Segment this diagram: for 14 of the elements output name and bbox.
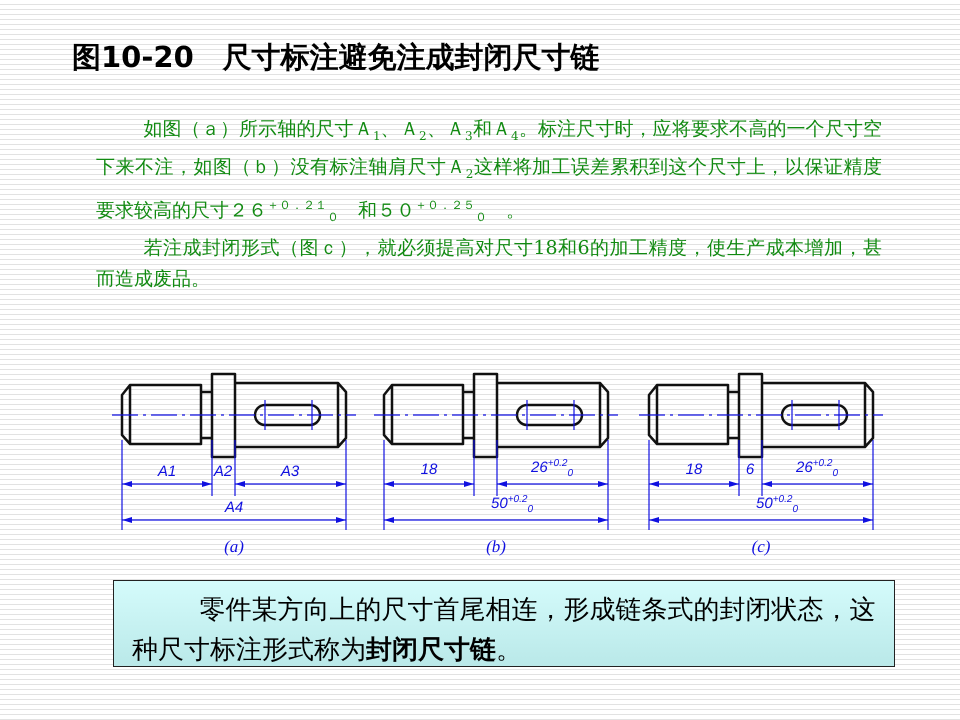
- dimension-value: A4: [224, 500, 244, 516]
- figure-caption: (b): [486, 537, 506, 557]
- figure-caption: (a): [224, 537, 244, 557]
- dimension-value: A1: [158, 464, 176, 480]
- dimension-value: 18: [420, 462, 438, 478]
- dimension-value: A3: [280, 464, 300, 480]
- paragraph: 若注成封闭形式（图ｃ），就必须提高对尺寸18和6的加工精度，使生产成本增加，甚而造成废品。: [96, 236, 882, 292]
- dimension-value: 18: [686, 462, 702, 478]
- paragraph: 如图（ａ）所示轴的尺寸Ａ$_{1}$、Ａ$_{2}$、Ａ$_{3}$和Ａ$_{4}$。标注尺寸时，应将要求不高的一个尺寸空下来不注，如图（ｂ）没有标注轴肩尺寸Ａ$_{2}$这样将加工误差累积到这个尺寸上，以保证精度要求较高的尺寸２６$^{＋０．２１}$$_{０}$ 和５０$^{＋０．２５}$$_{０}$ 。: [96, 117, 882, 226]
- figure-caption: (c): [752, 537, 770, 557]
- title: 图10-20 尺寸标注避免注成封闭尺寸链: [72, 39, 600, 76]
- dimension-value: A2: [214, 464, 232, 480]
- definition-box: 零件某方向上的尺寸首尾相连，形成链条式的封闭状态，这种尺寸标注形式称为封闭尺寸链。: [113, 580, 895, 667]
- dimension-value: 6: [746, 462, 754, 478]
